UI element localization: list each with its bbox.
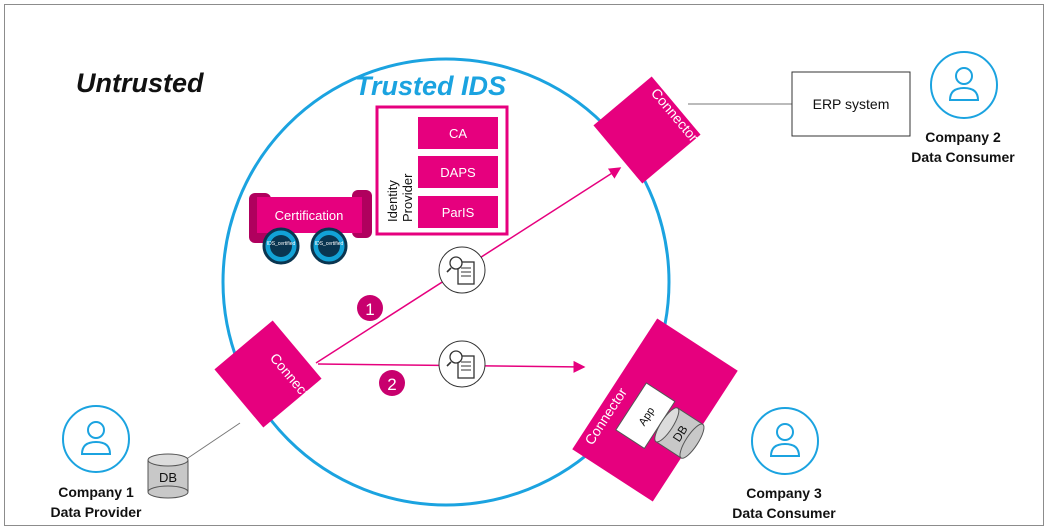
consumer3-connector: Connector App DB (572, 318, 738, 502)
certification-badge-2: IDS_certified (310, 227, 348, 265)
consumer3-db-icon: DB (654, 407, 705, 459)
certification-scroll: Certification IDS_certified IDS_certifie… (249, 190, 372, 265)
company3-user-icon (751, 407, 819, 475)
step-1-label: 1 (365, 300, 374, 319)
company2-user-icon (930, 51, 998, 119)
provider-db-connection-line (181, 422, 241, 463)
company2-name: Company 2 (925, 129, 1001, 145)
company2-role: Data Consumer (911, 149, 1015, 165)
certification-badge-1: IDS_certified (262, 227, 300, 265)
erp-system-box (791, 71, 911, 137)
company3-name: Company 3 (746, 485, 822, 501)
daps-box (418, 156, 498, 188)
certification-banner (257, 197, 362, 233)
step-2-label: 2 (387, 375, 396, 394)
daps-label: DAPS (440, 165, 476, 180)
identity-provider: Identity Provider CA DAPS ParIS (375, 105, 509, 236)
company1-role: Data Provider (50, 504, 142, 520)
badge-2-text: IDS_certified (315, 241, 344, 247)
paris-box (418, 196, 498, 228)
document-inspection-icon-1 (438, 246, 486, 294)
untrusted-label: Untrusted (76, 68, 204, 98)
company1-user-icon (62, 405, 130, 473)
certification-label: Certification (275, 208, 344, 223)
provider-db-label: DB (159, 470, 177, 485)
step-2-marker: 2 (379, 370, 405, 396)
trusted-ids-label: Trusted IDS (355, 71, 506, 101)
identity-provider-label-line1: Identity (385, 180, 400, 222)
company1-name: Company 1 (58, 484, 134, 500)
document-inspection-icon-2 (438, 340, 486, 388)
badge-1-text: IDS_certified (267, 241, 296, 247)
diagram-frame (4, 4, 1044, 526)
company3-role: Data Consumer (732, 505, 836, 521)
consumer2-connector: Connector (593, 76, 702, 184)
trusted-zone-circle (221, 57, 671, 507)
provider-db-icon: DB (147, 453, 189, 499)
ca-label: CA (449, 126, 467, 141)
ca-box (418, 117, 498, 149)
erp-system-label: ERP system (813, 96, 890, 112)
step-1-marker: 1 (357, 295, 383, 321)
identity-provider-label-line2: Provider (400, 173, 415, 222)
paris-label: ParIS (442, 205, 475, 220)
